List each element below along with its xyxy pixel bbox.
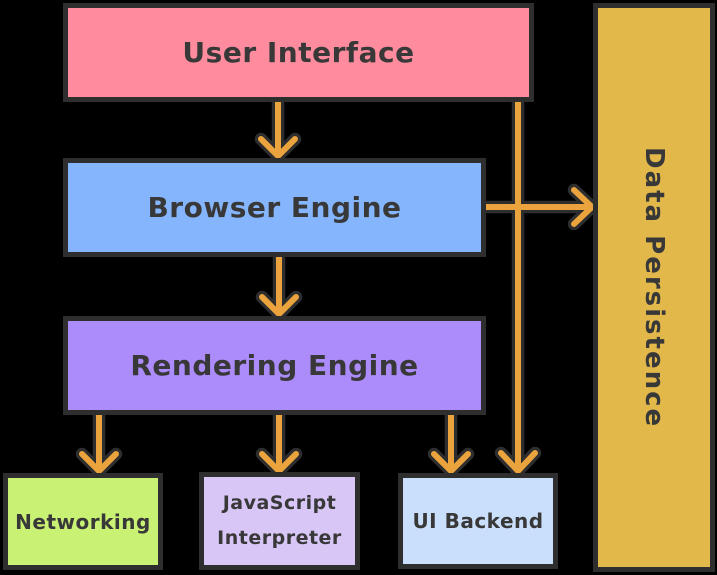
arrow-rendering-engine-to-networking-outline: [82, 415, 116, 471]
node-data-persistence: Data Persistence: [593, 3, 715, 572]
arrow-rendering-engine-to-javascript-interpreter-outline: [262, 415, 296, 471]
arrow-rendering-engine-to-javascript-interpreter: [262, 415, 296, 471]
node-ui-backend-label: UI Backend: [412, 509, 544, 533]
arrow-browser-engine-to-rendering-engine: [262, 257, 296, 314]
arrow-rendering-engine-to-networking: [82, 415, 116, 471]
node-rendering-engine-label: Rendering Engine: [130, 349, 419, 382]
node-networking-label: Networking: [15, 509, 151, 534]
arrow-user-interface-to-browser-engine-outline: [261, 102, 295, 156]
node-data-persistence-label: Data Persistence: [639, 146, 669, 429]
node-user-interface: User Interface: [63, 3, 534, 102]
arrow-user-interface-to-ui-backend: [501, 101, 535, 471]
arrow-outlines-group: [82, 101, 592, 471]
arrows-group: [82, 101, 592, 471]
node-javascript-interpreter-label: JavaScript Interpreter: [217, 491, 342, 549]
arrow-user-interface-to-browser-engine: [261, 102, 295, 156]
arrow-browser-engine-to-rendering-engine-outline: [262, 257, 296, 314]
node-javascript-interpreter: JavaScript Interpreter: [199, 472, 360, 570]
arrow-browser-engine-to-data-persistence: [486, 190, 592, 224]
node-browser-engine: Browser Engine: [63, 158, 486, 257]
arrow-user-interface-to-ui-backend-outline: [501, 101, 535, 471]
arrow-rendering-engine-to-ui-backend-outline: [434, 415, 468, 471]
node-rendering-engine: Rendering Engine: [63, 316, 486, 415]
node-networking: Networking: [3, 473, 163, 570]
arrow-browser-engine-to-data-persistence-outline: [486, 190, 592, 224]
node-user-interface-label: User Interface: [182, 36, 415, 69]
arrow-rendering-engine-to-ui-backend: [434, 415, 468, 471]
node-browser-engine-label: Browser Engine: [147, 191, 402, 224]
node-ui-backend: UI Backend: [398, 473, 558, 569]
